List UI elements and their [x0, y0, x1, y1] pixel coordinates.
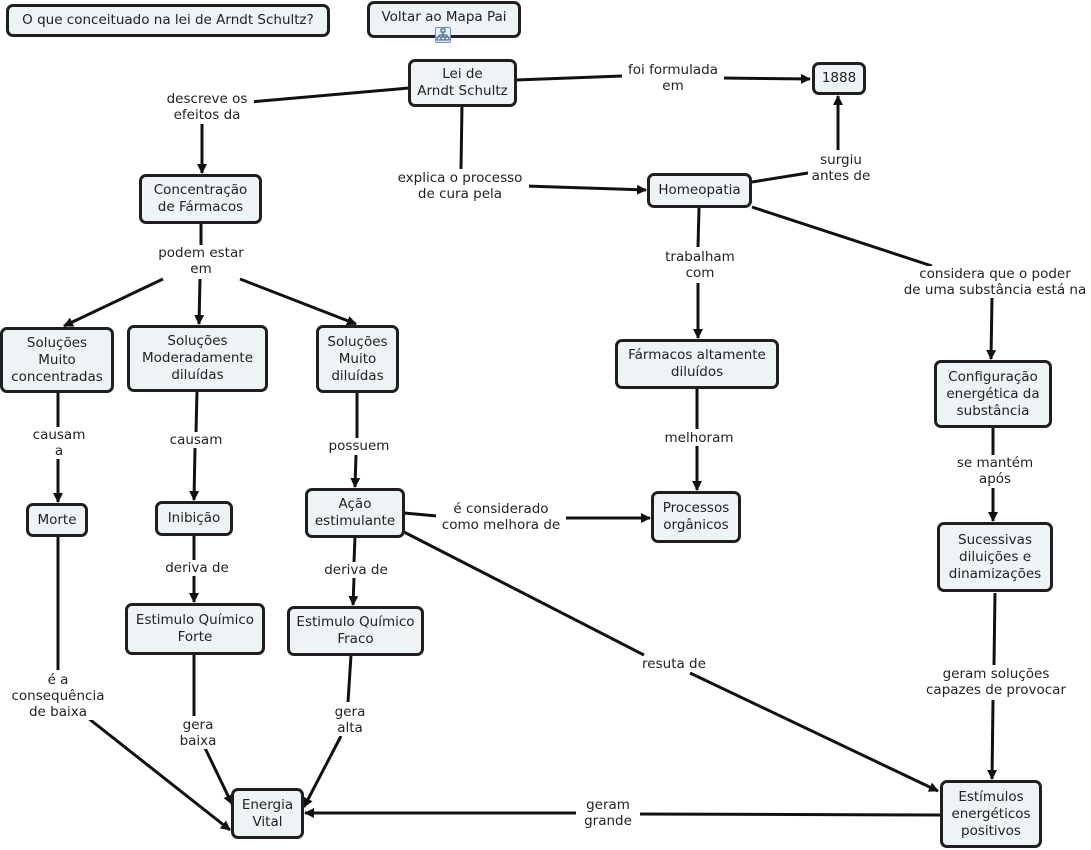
line-causam-to-inibicao	[189, 447, 200, 501]
link-causam-a: causam a	[26, 427, 92, 459]
node-lei-arndt-schultz: Lei de Arndt Schultz	[408, 59, 517, 107]
link-gera-baixa: gera baixa	[168, 717, 228, 749]
link-surgiu-antes-de: surgiu antes de	[808, 152, 874, 184]
line-moderadas-to-causam	[194, 390, 199, 433]
line-considera-to-configuracao	[986, 297, 997, 360]
line-homeopatia-to-surgiu	[751, 171, 809, 184]
link-se-mantem-apos: se mantém após	[950, 455, 1040, 487]
line-sucessivas-to-geram-solucoes	[992, 592, 997, 666]
link-descreve-os-efeitos-da: descreve os efeitos da	[160, 91, 254, 123]
link-explica-o-processo: explica o processo de cura pela	[391, 170, 529, 202]
line-fraco-to-gera-alta	[346, 654, 353, 703]
parent-map-icon[interactable]	[435, 27, 451, 43]
node-farmacos-altamente-diluidos: Fármacos altamente diluídos	[615, 339, 779, 389]
line-deriva-to-estimulo-fraco	[348, 577, 359, 606]
line-geram-solucoes-to-estimulos	[987, 699, 998, 780]
line-acao-to-considerado	[403, 511, 438, 518]
line-possuem-to-acao	[350, 454, 361, 488]
link-considera-que-o-poder: considera que o poder de uma substância …	[897, 266, 1091, 298]
line-gera-baixa-to-energia	[203, 747, 234, 805]
link-melhoram: melhoram	[657, 430, 741, 446]
node-inibicao: Inibição	[155, 501, 233, 536]
node-estimulo-quimico-fraco: Estimulo Químico Fraco	[287, 606, 424, 656]
node-energia-vital: Energia Vital	[231, 788, 304, 839]
node-concentracao-farmacos: Concentração de Fármacos	[139, 174, 262, 224]
line-estimulos-to-geram-grande	[633, 812, 941, 817]
question-node: O que conceituado na lei de Arndt Schult…	[6, 4, 330, 37]
line-acao-to-resulta	[401, 529, 645, 657]
node-estimulos-energeticos-positivos: Estímulos energéticos positivos	[940, 780, 1042, 848]
line-lei-to-descreve	[249, 86, 410, 104]
line-acao-to-deriva	[352, 536, 357, 563]
link-e-considerado-como-melhora: é considerado como melhora de	[436, 501, 566, 533]
node-acao-estimulante: Ação estimulante	[305, 488, 405, 538]
line-podem-to-diluidas	[239, 277, 357, 326]
link-e-a-consequencia: é a consequência de baixa	[4, 672, 112, 720]
link-gera-alta: gera alta	[322, 704, 378, 736]
link-deriva-de-forte: deriva de	[157, 560, 237, 576]
line-foi-formulada-to-1888	[719, 73, 811, 84]
line-podem-to-concentradas	[63, 277, 164, 328]
line-gera-alta-to-energia	[302, 735, 343, 808]
link-deriva-de-fraco: deriva de	[316, 562, 396, 578]
node-estimulo-quimico-forte: Estimulo Químico Forte	[125, 603, 265, 655]
node-1888: 1888	[812, 62, 866, 95]
link-resuta-de: resuta de	[634, 656, 714, 672]
link-geram-grande: geram grande	[576, 797, 640, 829]
link-geram-solucoes: geram soluções capazes de provocar	[916, 666, 1076, 698]
line-consequencia-to-energia	[87, 716, 231, 832]
link-causam: causam	[163, 432, 229, 448]
node-sucessivas-diluicoes: Sucessivas diluições e dinamizações	[937, 522, 1053, 592]
node-processos-organicos: Processos orgânicos	[651, 491, 741, 543]
line-lei-to-foi-formulada	[515, 74, 623, 82]
line-lei-to-explica	[459, 104, 464, 170]
link-possuem: possuem	[322, 438, 396, 454]
node-solucoes-muito-diluidas: Soluções Muito diluídas	[316, 325, 399, 393]
line-homeopatia-to-trabalham	[696, 207, 701, 248]
link-foi-formulada-em: foi formulada em	[622, 62, 724, 94]
line-resulta-to-estimulos	[689, 671, 939, 793]
node-homeopatia: Homeopatia	[647, 173, 752, 208]
line-podem-to-moderadas	[194, 278, 205, 325]
node-morte: Morte	[26, 503, 88, 537]
line-explica-to-homeopatia	[524, 184, 647, 195]
line-homeopatia-to-considera	[751, 205, 933, 268]
node-configuracao-energetica: Configuração energética da substância	[934, 360, 1052, 428]
link-trabalham-com: trabalham com	[658, 249, 742, 281]
link-podem-estar-em: podem estar em	[150, 245, 252, 277]
node-solucoes-moderadamente-diluidas: Soluções Moderadamente diluídas	[127, 325, 268, 392]
node-solucoes-muito-concentradas: Soluções Muito concentradas	[0, 327, 114, 393]
